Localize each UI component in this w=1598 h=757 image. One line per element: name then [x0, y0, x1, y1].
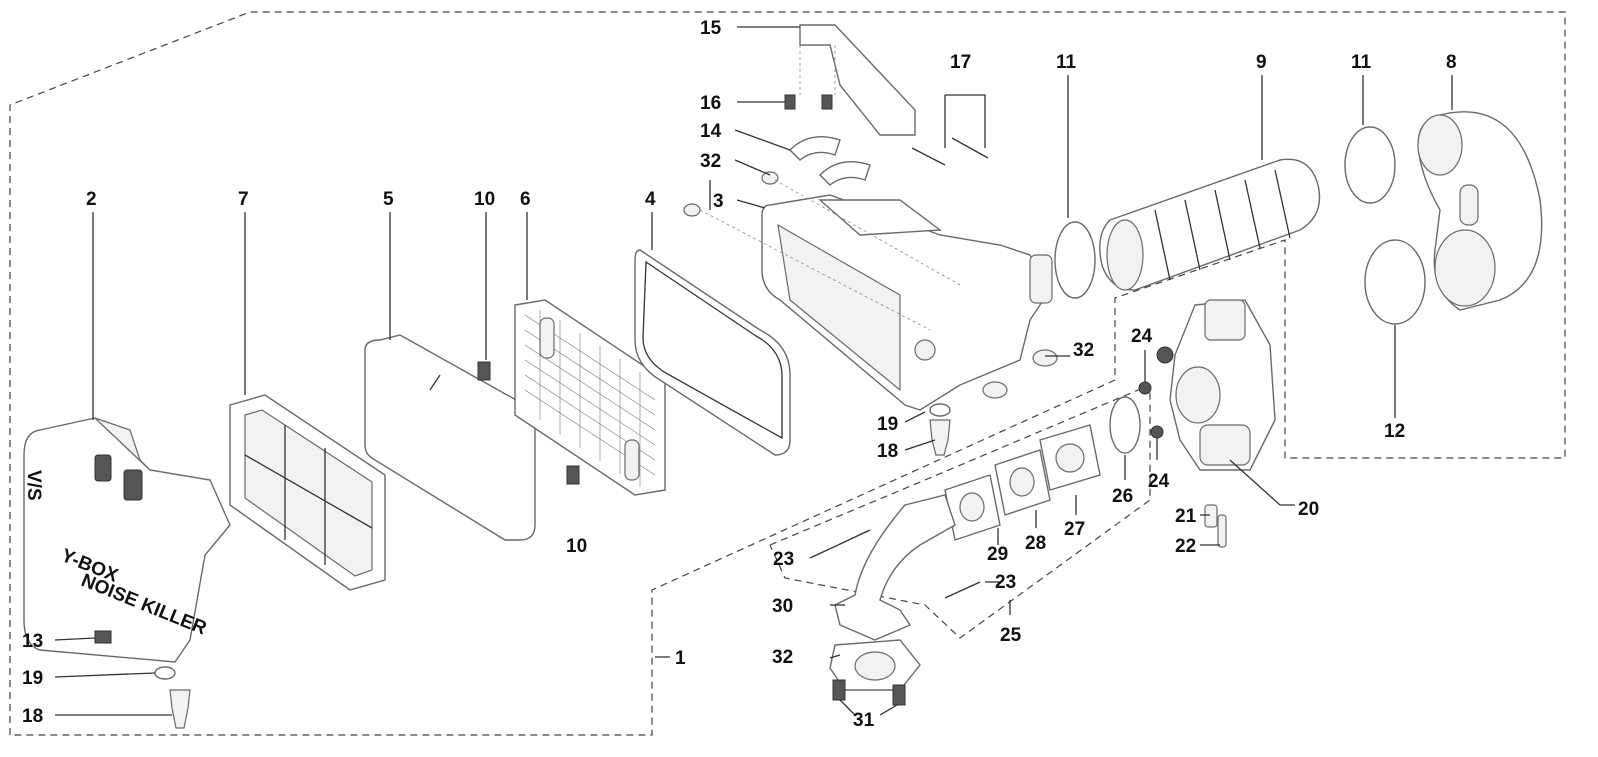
- part-spacers: [944, 424, 1101, 541]
- label-part-15: 15: [700, 18, 722, 39]
- part-clamp-pads: [789, 136, 871, 186]
- label-part-4: 4: [645, 189, 656, 210]
- label-part-32-right: 32: [1073, 340, 1094, 361]
- part-ybox-cover: V/S Y-BOX NOISE KILLER: [23, 417, 231, 663]
- part-bolts-23: [837, 529, 981, 599]
- leader-lines: [54, 26, 1453, 716]
- label-part-11-right: 11: [1351, 52, 1372, 73]
- bolts-16-17: [784, 94, 989, 166]
- label-part-28: 28: [1025, 533, 1046, 554]
- part-foam-filter: [364, 334, 536, 541]
- part-hose-clamps: [1054, 126, 1396, 299]
- part-nuts: [1138, 381, 1164, 439]
- mesh-grid: [524, 310, 656, 487]
- part-bracket: [799, 24, 916, 136]
- label-part-22: 22: [1175, 536, 1196, 557]
- part-bolts-31: [832, 679, 906, 706]
- label-part-14: 14: [700, 121, 722, 142]
- label-part-31: 31: [853, 710, 875, 731]
- label-part-6: 6: [520, 189, 531, 210]
- label-part-27: 27: [1064, 519, 1085, 540]
- label-part-21: 21: [1175, 506, 1197, 527]
- part-airbox-housing: [761, 194, 1053, 411]
- part-hose-clamp-small: [1109, 396, 1141, 454]
- parts-left-small: [94, 630, 191, 729]
- label-part-10-upper: 10: [474, 189, 495, 210]
- label-part-10-lower: 10: [566, 536, 587, 557]
- label-part-24-upper: 24: [1131, 326, 1153, 347]
- label-part-3: 3: [713, 191, 724, 212]
- part-mesh-plate: [514, 299, 666, 496]
- label-part-18-left: 18: [22, 706, 43, 727]
- label-part-12: 12: [1384, 421, 1405, 442]
- label-part-13: 13: [22, 631, 43, 652]
- label-part-2: 2: [86, 189, 97, 210]
- label-part-29: 29: [987, 544, 1008, 565]
- label-part-30: 30: [772, 596, 793, 617]
- parts-21-22: [1204, 504, 1227, 548]
- alignment-lines: [699, 45, 961, 331]
- label-part-16: 16: [700, 93, 721, 114]
- label-part-19-airbox: 19: [877, 414, 898, 435]
- label-part-17: 17: [950, 52, 971, 73]
- part-intake-bellows: [1099, 158, 1321, 291]
- label-part-24-lower: 24: [1148, 471, 1170, 492]
- label-part-7: 7: [238, 189, 249, 210]
- label-part-20: 20: [1298, 499, 1319, 520]
- label-part-26: 26: [1112, 486, 1133, 507]
- label-part-8: 8: [1446, 52, 1457, 73]
- label-part-19-left: 19: [22, 668, 43, 689]
- label-part-9: 9: [1256, 52, 1267, 73]
- part-carburetor: [1156, 299, 1276, 471]
- label-part-32-upper: 32: [700, 151, 721, 172]
- part-elbow-hose: [1417, 111, 1543, 311]
- label-part-18-airbox: 18: [877, 441, 898, 462]
- label-part-5: 5: [383, 189, 394, 210]
- label-part-23-upper: 23: [773, 549, 794, 570]
- part-filter-frame: [229, 394, 386, 591]
- part-manifold-gasket: [829, 639, 921, 691]
- parts-32-caps: [683, 171, 1058, 399]
- label-part-32-lower: 32: [772, 647, 793, 668]
- part-gasket: [634, 249, 791, 456]
- label-part-23-lower: 23: [995, 572, 1016, 593]
- parts-airbox-drain: [929, 403, 951, 456]
- part-bolts-10: [477, 361, 580, 485]
- label-part-11-left: 11: [1056, 52, 1077, 73]
- label-part-25: 25: [1000, 625, 1022, 646]
- part-intake-manifold: [834, 494, 956, 641]
- ybox-logo: V/S: [23, 470, 44, 501]
- label-part-1: 1: [675, 648, 686, 669]
- part-number-labels: 1 2 3 4 5 6 7 8 9 10 10 11 11 12 13 14 1…: [22, 18, 1457, 731]
- assembly-boundary: [9, 11, 1566, 736]
- part-hose-clamp-large: [1364, 239, 1426, 325]
